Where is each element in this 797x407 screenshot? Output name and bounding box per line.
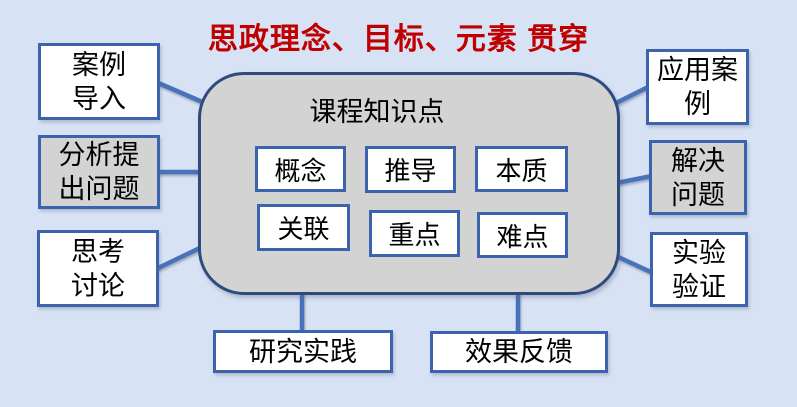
node-label-line: 应用案 [657, 55, 738, 85]
node-analyze-raise-problem: 分析提 出问题 [38, 135, 160, 209]
node-solve-problem: 解决 问题 [649, 140, 747, 215]
page-title: 思政理念、目标、元素 贯穿 [207, 23, 590, 56]
connector-line [615, 173, 653, 186]
knowledge-item-derivation: 推导 [365, 146, 456, 193]
node-label-line: 思考 [71, 236, 125, 267]
node-label-line: 验证 [672, 271, 726, 302]
node-research-practice: 研究实践 [213, 330, 393, 373]
node-effect-feedback: 效果反馈 [430, 331, 608, 373]
connector-line [612, 83, 652, 107]
node-case-introduction: 案例 导入 [38, 43, 160, 120]
node-label-line: 问题 [671, 179, 725, 210]
panel-title: 课程知识点 [309, 97, 445, 127]
node-label-line: 案例 [72, 49, 126, 80]
knowledge-item-concept: 概念 [255, 146, 346, 192]
node-think-discuss: 思考 讨论 [37, 230, 159, 307]
course-knowledge-panel: 课程知识点 概念 推导 本质 关联 重点 难点 [198, 72, 620, 295]
node-label-line: 解决 [671, 145, 725, 176]
connector-line [155, 243, 205, 272]
node-label-line: 例 [684, 89, 711, 119]
connector-line [613, 252, 654, 276]
knowledge-item-relation: 关联 [257, 204, 350, 251]
knowledge-item-essence: 本质 [475, 146, 568, 192]
node-experiment-verify: 实验 验证 [650, 232, 748, 307]
knowledge-item-key-point: 重点 [369, 210, 460, 257]
knowledge-item-difficult-point: 难点 [477, 212, 568, 258]
node-apply-case: 应用案 例 [646, 49, 749, 125]
node-label-line: 实验 [672, 237, 726, 268]
node-label-line: 导入 [72, 83, 126, 114]
node-label-line: 出问题 [58, 174, 140, 204]
node-label-line: 分析提 [58, 140, 140, 170]
node-label-line: 讨论 [71, 270, 125, 301]
